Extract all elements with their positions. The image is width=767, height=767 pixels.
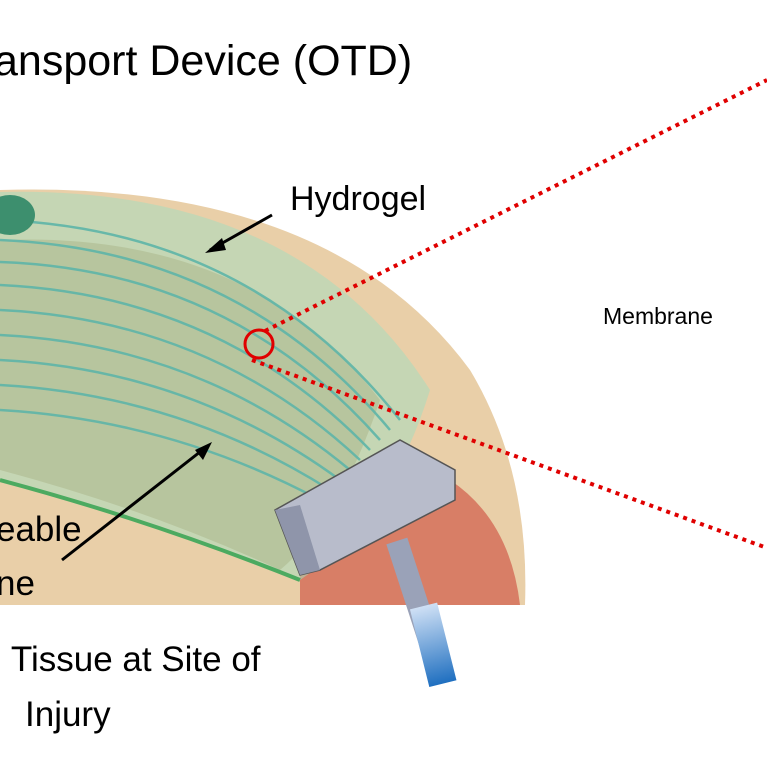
membrane-label: Membrane [603, 303, 713, 329]
callout-line-bottom [251, 358, 767, 550]
port-device [274, 439, 457, 688]
membrane-fibers [0, 218, 401, 502]
permeable-membrane-label-line1: eable [0, 510, 82, 549]
diagram-title: ansport Device (OTD) [0, 37, 413, 85]
tissue-label-line1: l Tissue at Site of [0, 640, 261, 679]
injured-tissue [300, 480, 520, 605]
permeable-membrane-label-line2: ne [0, 564, 35, 603]
membrane-arrow [61, 446, 206, 562]
hydrogel-label: Hydrogel [290, 180, 427, 218]
zoom-callout-circle [243, 328, 275, 360]
tissue-label-line2: Injury [25, 695, 111, 734]
callout-line-top [264, 78, 767, 333]
